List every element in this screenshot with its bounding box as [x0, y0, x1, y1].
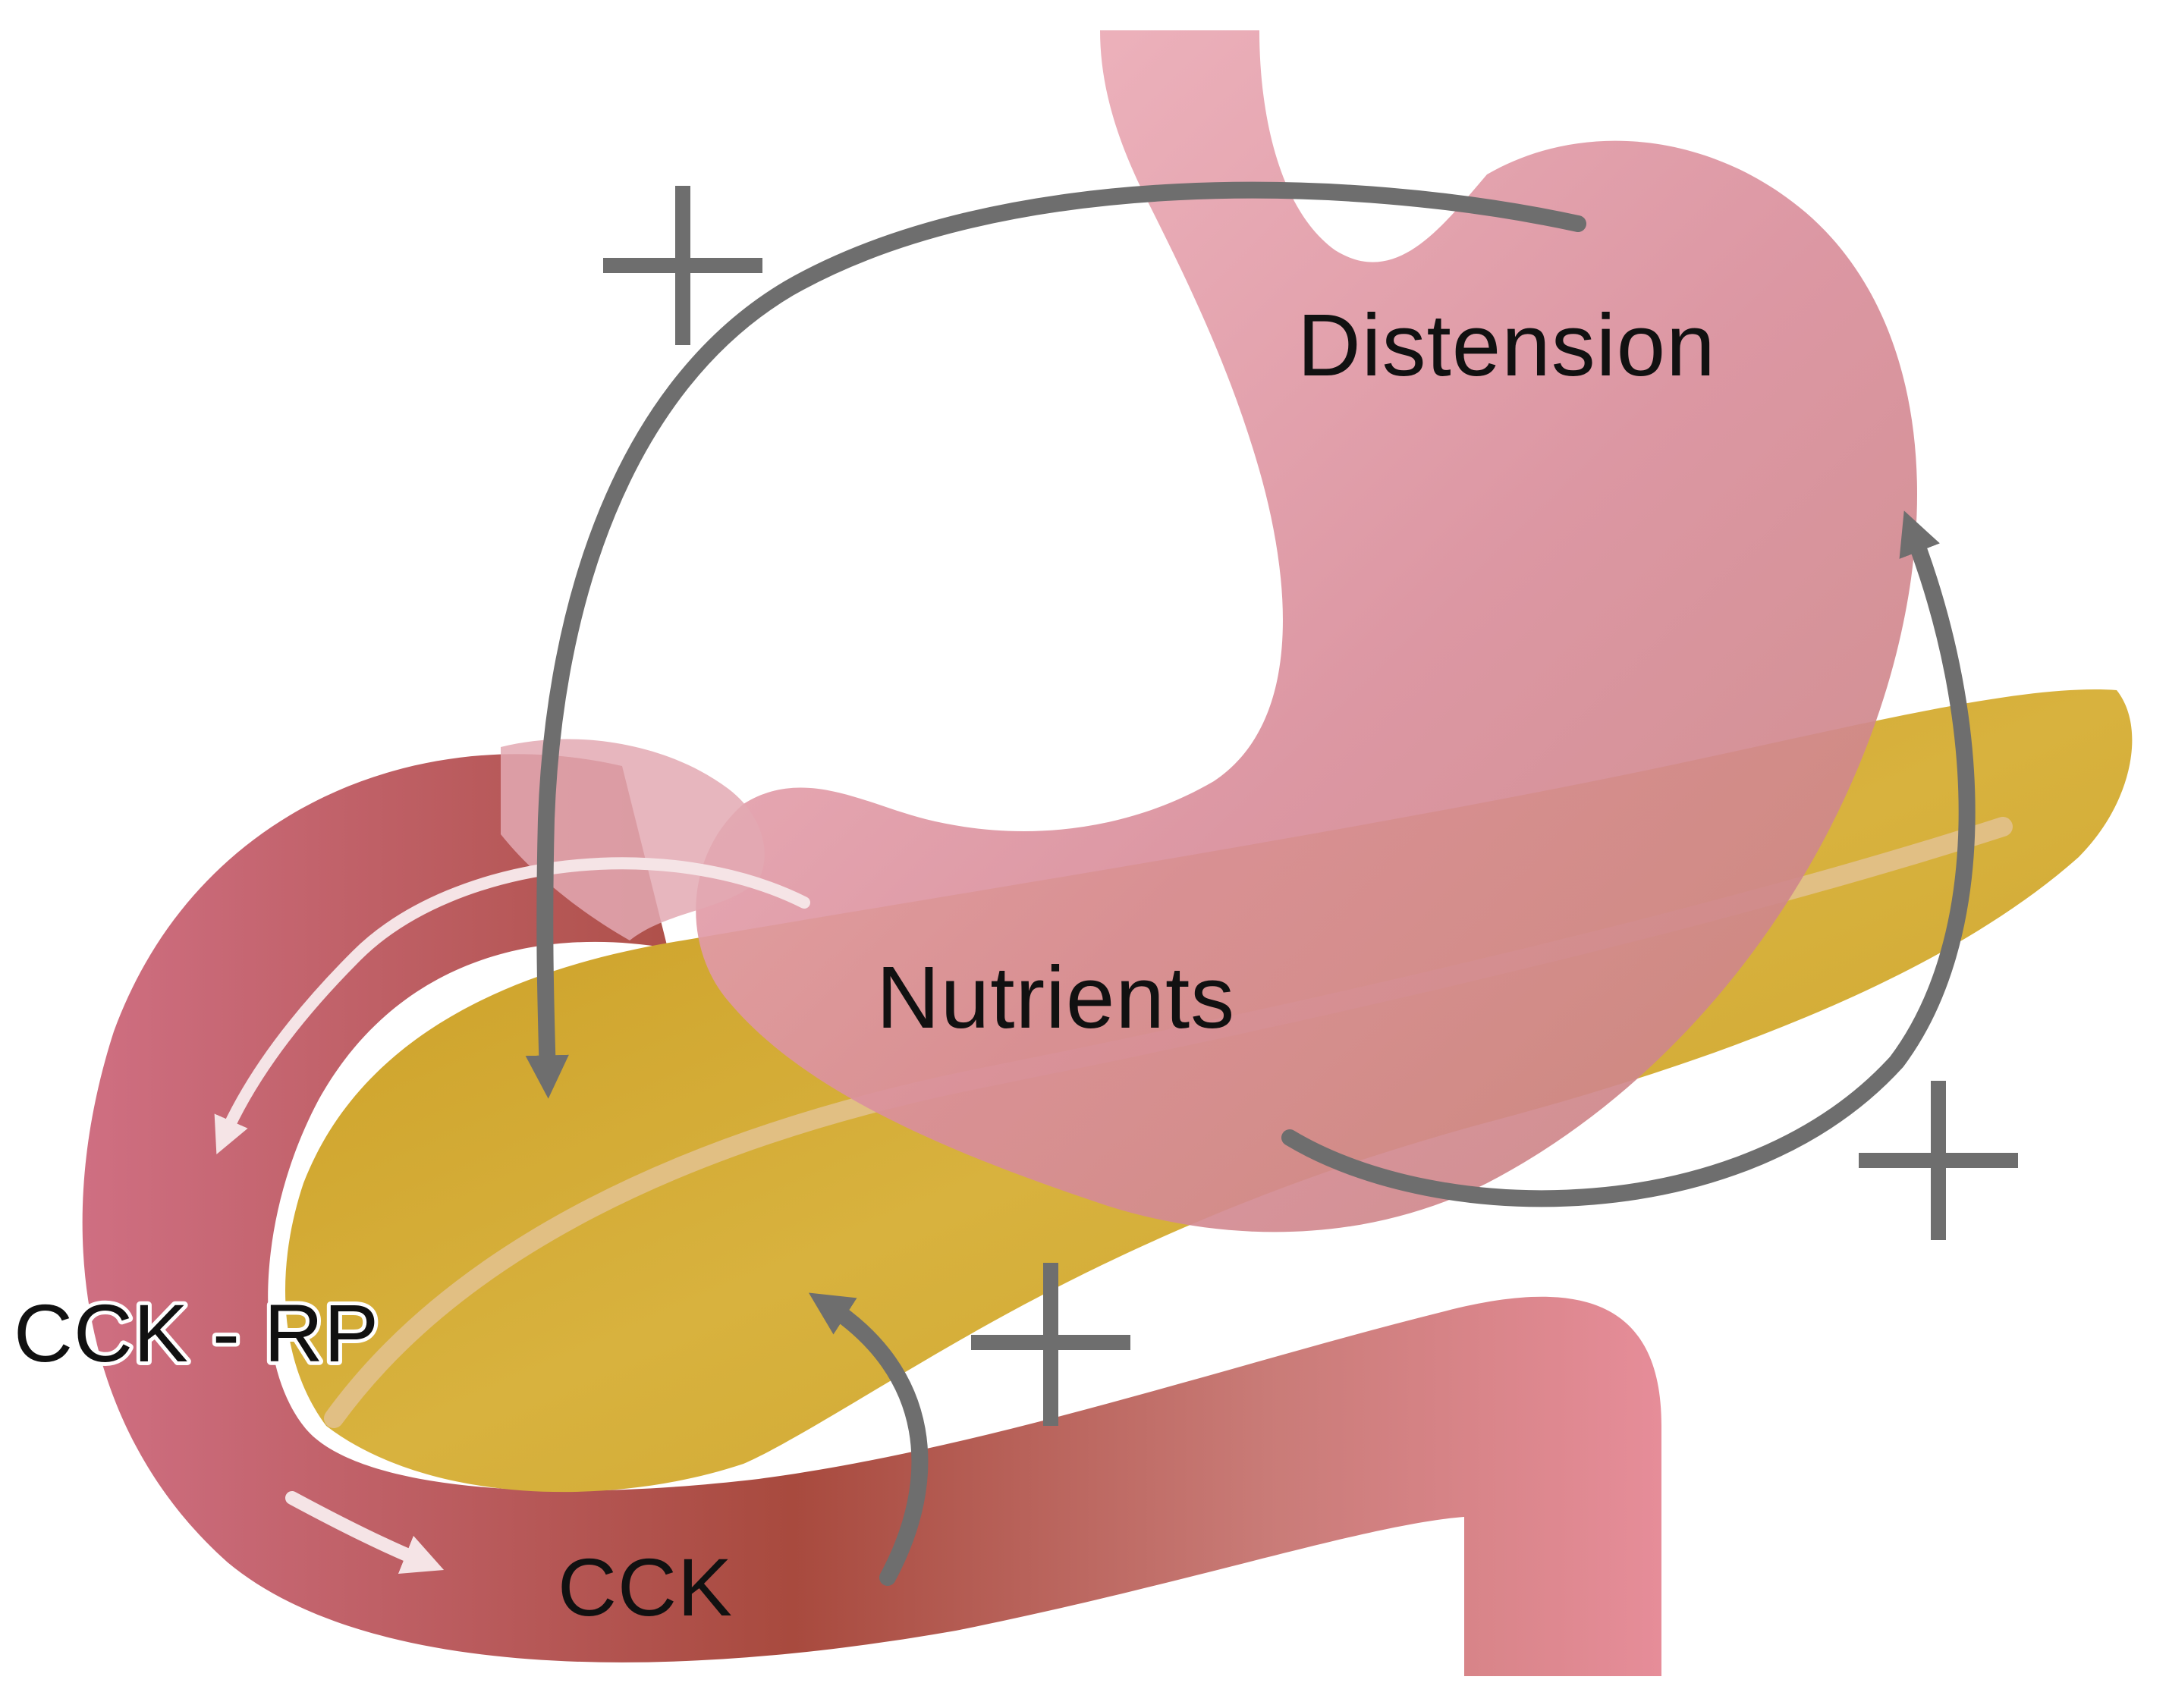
flow-arrow-lower: [285, 1491, 445, 1575]
feedback-arrow-cck: [808, 1292, 929, 1586]
stomach: [696, 30, 1917, 1232]
label-cck: CCK: [558, 1541, 733, 1633]
feedback-arrow-distension: [525, 181, 1586, 1099]
flow-arrow-upper: [214, 857, 810, 1154]
feedback-arrow-nutrients: [1281, 510, 1976, 1207]
duodenum: [82, 754, 1662, 1677]
pylorus: [501, 739, 765, 940]
plus-sign-right: [1859, 1081, 2018, 1240]
label-cck-rp: CCK - RP: [14, 1287, 379, 1379]
plus-sign-top-left: [603, 186, 762, 345]
plus-sign-center: [971, 1263, 1130, 1426]
label-nutrients: Nutrients: [876, 948, 1235, 1047]
label-distension: Distension: [1297, 296, 1716, 394]
